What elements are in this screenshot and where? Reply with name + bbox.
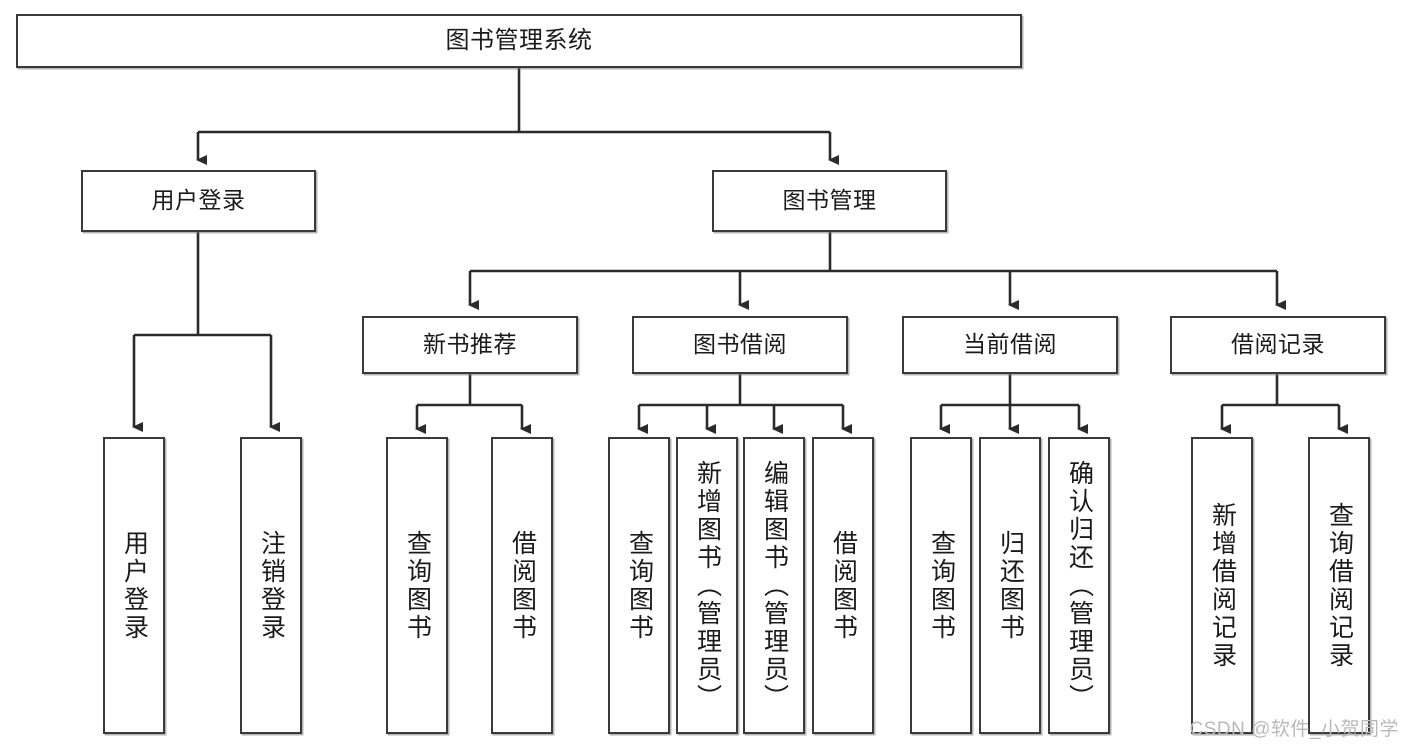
leaf-label: 查询图书 — [927, 529, 956, 642]
node-borrow-record[interactable]: 借阅记录 — [1170, 316, 1386, 374]
leaf-label: 确认归还（管理员） — [1065, 459, 1094, 712]
leaf-label: 查询图书 — [625, 529, 654, 642]
leaf-label: 归还图书 — [996, 529, 1025, 642]
node-user-login[interactable]: 用户登录 — [81, 170, 316, 232]
leaf-borrow-borrow-book[interactable]: 借阅图书 — [812, 437, 874, 734]
leaf-label: 借阅图书 — [829, 529, 858, 642]
leaf-user-login-signout[interactable]: 注销登录 — [240, 437, 302, 734]
leaf-record-add-record[interactable]: 新增借阅记录 — [1191, 437, 1253, 734]
leaf-label: 编辑图书（管理员） — [760, 459, 789, 712]
leaf-current-confirm-return[interactable]: 确认归还（管理员） — [1048, 437, 1110, 734]
leaf-label: 新增借阅记录 — [1208, 501, 1237, 670]
node-current-borrow-label: 当前借阅 — [963, 331, 1057, 358]
leaf-recommend-borrow-book[interactable]: 借阅图书 — [491, 437, 553, 734]
node-root[interactable]: 图书管理系统 — [16, 14, 1022, 68]
node-book-borrow-label: 图书借阅 — [693, 331, 787, 358]
leaf-label: 新增图书（管理员） — [693, 459, 722, 712]
node-borrow-record-label: 借阅记录 — [1231, 331, 1325, 358]
leaf-record-query-record[interactable]: 查询借阅记录 — [1308, 437, 1370, 734]
leaf-current-return-book[interactable]: 归还图书 — [979, 437, 1041, 734]
node-book-management[interactable]: 图书管理 — [712, 170, 947, 232]
leaf-label: 用户登录 — [120, 529, 149, 642]
node-current-borrow[interactable]: 当前借阅 — [902, 316, 1118, 374]
csdn-watermark: CSDN @软件_小贺同学 — [1189, 719, 1399, 740]
leaf-user-login-signin[interactable]: 用户登录 — [103, 437, 165, 734]
node-new-book-recommend[interactable]: 新书推荐 — [362, 316, 578, 374]
leaf-recommend-query-book[interactable]: 查询图书 — [386, 437, 448, 734]
leaf-current-query-book[interactable]: 查询图书 — [910, 437, 972, 734]
leaf-label: 查询借阅记录 — [1325, 501, 1354, 670]
node-book-borrow[interactable]: 图书借阅 — [632, 316, 848, 374]
node-book-management-label: 图书管理 — [782, 187, 877, 214]
leaf-label: 注销登录 — [257, 529, 286, 642]
leaf-label: 借阅图书 — [508, 529, 537, 642]
node-new-book-recommend-label: 新书推荐 — [423, 331, 517, 358]
node-user-login-label: 用户登录 — [151, 187, 246, 214]
leaf-label: 查询图书 — [403, 529, 432, 642]
leaf-borrow-query-book[interactable]: 查询图书 — [608, 437, 670, 734]
leaf-borrow-edit-book[interactable]: 编辑图书（管理员） — [743, 437, 805, 734]
node-root-label: 图书管理系统 — [445, 26, 593, 54]
leaf-borrow-add-book[interactable]: 新增图书（管理员） — [676, 437, 738, 734]
